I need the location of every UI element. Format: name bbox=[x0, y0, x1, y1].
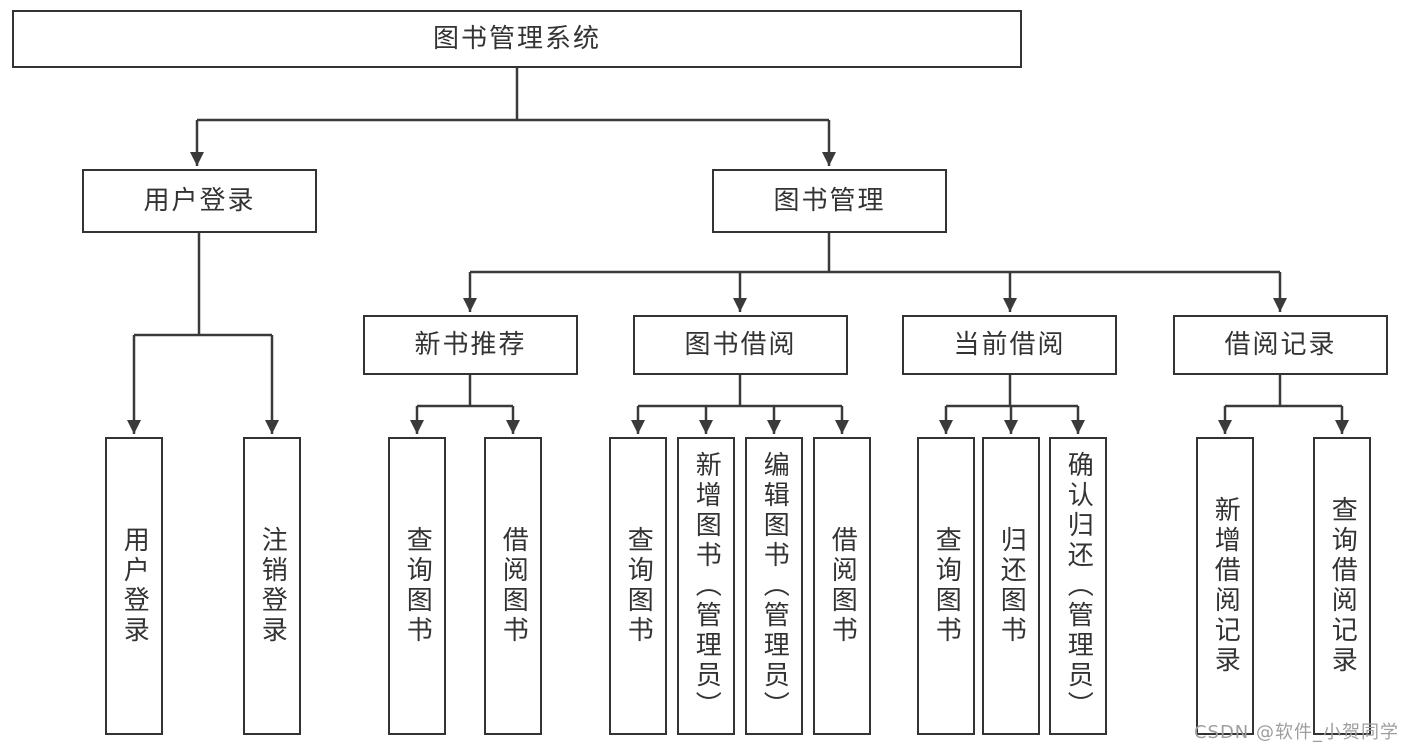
node-borrowing-records: 借阅记录 bbox=[1173, 315, 1388, 375]
leaf-logout-label: 注销登录 bbox=[257, 526, 288, 646]
node-root-label: 图书管理系统 bbox=[432, 23, 601, 54]
leaf-query-books-1: 查询图书 bbox=[388, 437, 446, 735]
leaf-edit-book-admin-label: 编辑图书（管理员） bbox=[759, 451, 790, 721]
leaf-query-books-2-label: 查询图书 bbox=[623, 526, 654, 646]
leaf-add-borrow-record-label: 新增借阅记录 bbox=[1210, 496, 1241, 676]
leaf-confirm-return-admin: 确认归还（管理员） bbox=[1049, 437, 1107, 735]
leaf-user-login-label: 用户登录 bbox=[119, 526, 150, 646]
leaf-borrow-books-2: 借阅图书 bbox=[813, 437, 871, 735]
node-user-login-label: 用户登录 bbox=[143, 185, 256, 216]
node-borrowing-records-label: 借阅记录 bbox=[1224, 329, 1337, 360]
node-current-borrowing: 当前借阅 bbox=[902, 315, 1117, 375]
node-root: 图书管理系统 bbox=[12, 10, 1022, 68]
leaf-query-books-1-label: 查询图书 bbox=[402, 526, 433, 646]
leaf-query-books-3-label: 查询图书 bbox=[931, 526, 962, 646]
node-new-book-recommendation-label: 新书推荐 bbox=[414, 329, 527, 360]
leaf-borrow-books-1: 借阅图书 bbox=[484, 437, 542, 735]
node-new-book-recommendation: 新书推荐 bbox=[363, 315, 578, 375]
leaf-confirm-return-admin-label: 确认归还（管理员） bbox=[1063, 451, 1094, 721]
watermark: CSDN @软件_小贺同学 bbox=[1193, 722, 1399, 743]
leaf-borrow-books-2-label: 借阅图书 bbox=[827, 526, 858, 646]
node-user-login: 用户登录 bbox=[82, 169, 317, 233]
leaf-return-book-label: 归还图书 bbox=[996, 526, 1027, 646]
node-book-management: 图书管理 bbox=[712, 169, 947, 233]
leaf-return-book: 归还图书 bbox=[982, 437, 1040, 735]
leaf-borrow-books-1-label: 借阅图书 bbox=[498, 526, 529, 646]
leaf-query-books-3: 查询图书 bbox=[917, 437, 975, 735]
leaf-query-borrow-record-label: 查询借阅记录 bbox=[1327, 496, 1358, 676]
leaf-add-borrow-record: 新增借阅记录 bbox=[1196, 437, 1254, 735]
leaf-logout: 注销登录 bbox=[243, 437, 301, 735]
node-book-borrowing: 图书借阅 bbox=[633, 315, 848, 375]
node-book-management-label: 图书管理 bbox=[773, 185, 886, 216]
leaf-query-books-2: 查询图书 bbox=[609, 437, 667, 735]
leaf-add-book-admin-label: 新增图书（管理员） bbox=[691, 451, 722, 721]
node-current-borrowing-label: 当前借阅 bbox=[953, 329, 1066, 360]
leaf-user-login: 用户登录 bbox=[105, 437, 163, 735]
leaf-query-borrow-record: 查询借阅记录 bbox=[1313, 437, 1371, 735]
leaf-add-book-admin: 新增图书（管理员） bbox=[677, 437, 735, 735]
leaf-edit-book-admin: 编辑图书（管理员） bbox=[745, 437, 803, 735]
node-book-borrowing-label: 图书借阅 bbox=[684, 329, 797, 360]
